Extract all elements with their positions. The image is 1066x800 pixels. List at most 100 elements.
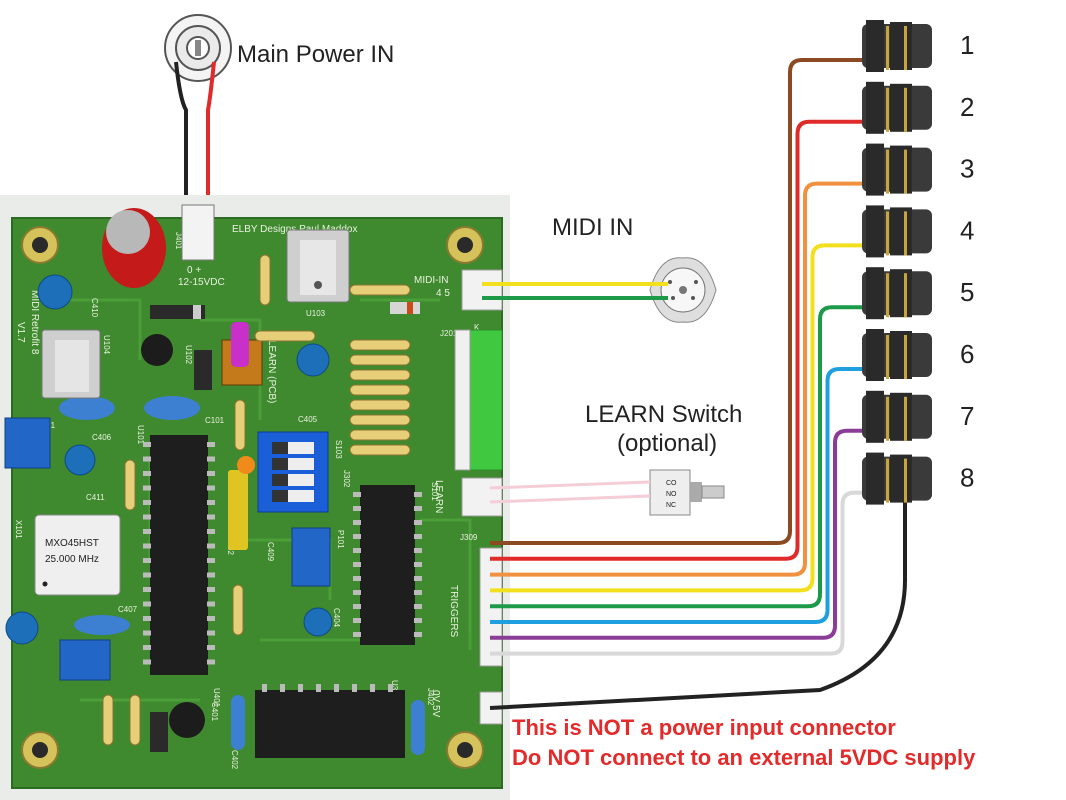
ref-c406: C406 bbox=[92, 433, 112, 442]
ref-u101: U101 bbox=[136, 425, 145, 445]
ref-c407: C407 bbox=[118, 605, 138, 614]
learn-switch-label: LEARN Switch bbox=[585, 401, 742, 428]
resistor-1 bbox=[259, 254, 271, 306]
pcb-learn: LEARN bbox=[433, 480, 444, 513]
resistor-8 bbox=[349, 399, 411, 411]
resistor-13 bbox=[234, 399, 246, 451]
trigger-wire-8 bbox=[490, 490, 884, 656]
output-jack-2-icon bbox=[862, 81, 932, 134]
jack-number-3: 3 bbox=[960, 154, 974, 184]
resistor-7 bbox=[349, 384, 411, 396]
ref-u401: U401 bbox=[212, 688, 221, 708]
trigger-wire-2 bbox=[490, 119, 884, 561]
ref-u104: U104 bbox=[102, 335, 111, 355]
electrolytic-capacitor-large bbox=[102, 208, 166, 288]
ic-u301 bbox=[255, 690, 405, 758]
output-jack-4-icon bbox=[862, 205, 932, 258]
power-jack-icon bbox=[164, 14, 232, 82]
dip-switch-s103 bbox=[257, 431, 329, 513]
ref-c402: C402 bbox=[230, 750, 239, 770]
ref-c405: C405 bbox=[298, 415, 318, 424]
ref-c101: C101 bbox=[205, 416, 225, 425]
output-jack-7-icon bbox=[862, 390, 932, 443]
trigger-wire-3 bbox=[490, 181, 884, 577]
ref-c410: C410 bbox=[90, 298, 99, 318]
ic-u101 bbox=[150, 435, 208, 675]
warning-line-2: Do NOT connect to an external 5VDC suppl… bbox=[512, 745, 976, 770]
output-jack-3-icon bbox=[862, 143, 932, 196]
ref-c401: C401 bbox=[210, 702, 219, 722]
resistor-4 bbox=[349, 339, 411, 351]
switch-nc-label: NC bbox=[666, 502, 676, 509]
resistor-10 bbox=[349, 429, 411, 441]
pcb-version: V1.7 bbox=[15, 322, 26, 343]
trigger-wire-7 bbox=[490, 428, 884, 640]
ref-c404: C404 bbox=[332, 608, 341, 628]
resistor-array bbox=[102, 254, 411, 746]
power-connector-j401 bbox=[181, 204, 215, 261]
ref-k: K bbox=[474, 323, 480, 332]
pcb-power-voltage: 12-15VDC bbox=[178, 277, 225, 288]
oscillator-freq: 25.000 MHz bbox=[45, 554, 99, 565]
resistor-3 bbox=[349, 284, 411, 296]
oscillator-model: MXO45HST bbox=[45, 538, 99, 549]
resistor-2 bbox=[254, 330, 316, 342]
pcb-learn-pcb: LEARN (PCB) bbox=[266, 340, 277, 403]
resistor-16 bbox=[129, 694, 141, 746]
ref-c411: C411 bbox=[86, 493, 105, 502]
midi-din-socket-icon bbox=[649, 257, 717, 323]
trigger-wire-4 bbox=[490, 243, 884, 593]
ref-x101: X101 bbox=[14, 520, 23, 539]
ref-u301: U301 bbox=[390, 680, 399, 700]
learn-switch-optional: (optional) bbox=[617, 430, 717, 457]
ref-s103: S103 bbox=[334, 440, 343, 459]
jack-number-6: 6 bbox=[960, 339, 974, 369]
ref-j302: J302 bbox=[342, 470, 351, 488]
pcb-triggers: TRIGGERS bbox=[448, 585, 459, 638]
output-jack-6-icon bbox=[862, 329, 932, 381]
ref-u102: U102 bbox=[184, 345, 193, 365]
resistor-12 bbox=[124, 459, 136, 511]
switch-no-label: NO bbox=[666, 491, 677, 498]
ref-s101: S101 bbox=[430, 482, 439, 501]
pcb-midi-pins: 4 5 bbox=[436, 288, 450, 299]
ref-j401: J401 bbox=[174, 232, 183, 250]
toggle-switch-icon: CO NO NC bbox=[649, 469, 725, 516]
ref-j309: J309 bbox=[460, 533, 478, 542]
jack-number-8: 8 bbox=[960, 463, 974, 493]
jack-number-5: 5 bbox=[960, 277, 974, 307]
ic-u104 bbox=[41, 329, 101, 399]
trigger-wire-6 bbox=[490, 367, 884, 624]
switch-co-label: CO bbox=[666, 480, 677, 487]
ref-j402: J402 bbox=[426, 688, 435, 706]
learn-pcb-button bbox=[221, 322, 263, 386]
resistor-9 bbox=[349, 414, 411, 426]
ref-u103: U103 bbox=[306, 309, 326, 318]
pcb-power-out: 0V 5V bbox=[430, 690, 441, 718]
ref-c409: C409 bbox=[266, 542, 275, 562]
resistor-15 bbox=[102, 694, 114, 746]
ic-u302 bbox=[360, 485, 415, 645]
ref-j201: J201 bbox=[440, 329, 458, 338]
trigger-wires bbox=[489, 58, 907, 710]
oscillator-x101: MXO45HST 25.000 MHz bbox=[34, 514, 121, 596]
jack-number-4: 4 bbox=[960, 215, 974, 245]
pcb-power-label: 0 + bbox=[187, 265, 201, 276]
jack-number-7: 7 bbox=[960, 401, 974, 431]
led-bar bbox=[469, 329, 503, 471]
ground-wire bbox=[489, 490, 907, 710]
output-jack-8-icon bbox=[862, 452, 932, 505]
ref-p101: P101 bbox=[336, 530, 345, 549]
output-jack-1-icon bbox=[862, 20, 932, 72]
jack-number-1: 1 bbox=[960, 30, 974, 60]
ic-pins bbox=[143, 442, 422, 692]
resistor-5 bbox=[349, 354, 411, 366]
warning-line-1: This is NOT a power input connector bbox=[512, 715, 896, 740]
output-jack-5-icon bbox=[862, 267, 932, 320]
pcb-board-name: MIDI Retrofit 8 bbox=[29, 290, 40, 355]
resistor-14 bbox=[232, 584, 244, 636]
trigger-wire-1 bbox=[490, 58, 884, 545]
ic-u103 bbox=[286, 229, 350, 303]
